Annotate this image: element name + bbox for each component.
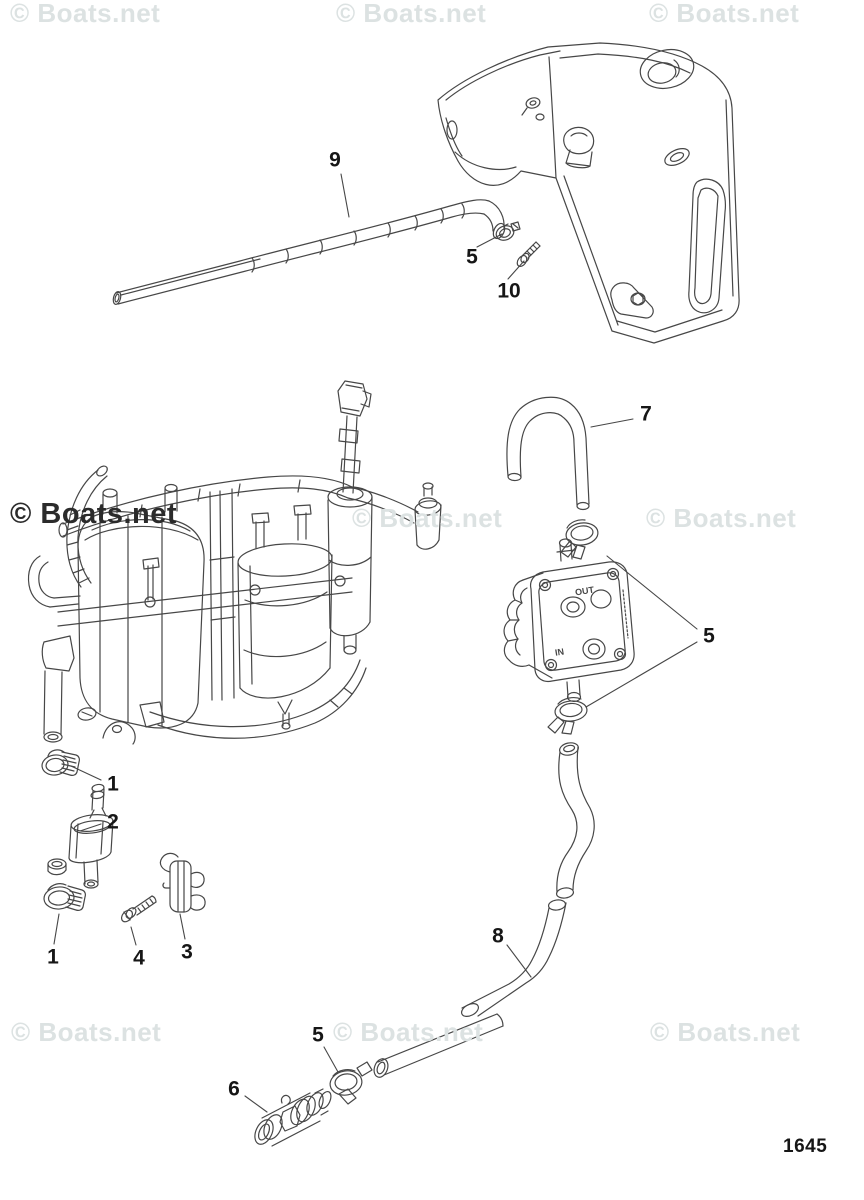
fuel-hose-7-drawing xyxy=(506,396,590,511)
part-callout-2: 2 xyxy=(107,810,119,834)
page-number: 1645 xyxy=(783,1136,828,1157)
hose-clamp-1a-drawing xyxy=(41,749,80,776)
hose-clamp-5c-drawing xyxy=(329,1061,373,1105)
screw-10-drawing xyxy=(516,241,541,268)
leader-line-5b xyxy=(606,555,698,630)
part-callout-5a: 5 xyxy=(466,245,478,269)
part-callout-4: 4 xyxy=(133,946,145,970)
part-callout-10: 10 xyxy=(497,279,521,303)
pump-in-label: IN xyxy=(554,646,564,657)
hose-clamp-pump-drawing xyxy=(547,697,588,735)
leader-line-4 xyxy=(130,926,137,946)
fuel-hose-8-drawing xyxy=(373,742,595,1078)
part-callout-7: 7 xyxy=(640,402,652,426)
leader-line-1b xyxy=(53,913,60,945)
leader-line-8 xyxy=(506,944,532,978)
fuel-connector-6-drawing xyxy=(254,1088,332,1147)
part-callout-8: 8 xyxy=(492,924,504,948)
part-callout-9: 9 xyxy=(329,148,341,172)
part-callout-1a: 1 xyxy=(107,772,119,796)
part-callout-1b: 1 xyxy=(47,945,59,969)
fuel-hose-9-drawing xyxy=(112,199,506,305)
callout-leader-lines xyxy=(53,173,698,1113)
hose-clamp-1b-drawing xyxy=(43,883,86,911)
leader-line-10 xyxy=(507,260,525,280)
pump-out-label: OUT xyxy=(574,585,595,598)
part-callout-3: 3 xyxy=(181,940,193,964)
leader-line-5b xyxy=(585,641,698,708)
hose-clamp-5a-drawing xyxy=(495,221,521,241)
mounting-bracket-drawing xyxy=(437,42,740,344)
part-callout-5b: 5 xyxy=(703,624,715,648)
clip-3-drawing xyxy=(159,852,206,913)
leader-line-7 xyxy=(590,418,634,428)
leader-line-2 xyxy=(79,823,102,832)
leader-line-6 xyxy=(244,1095,268,1113)
leader-line-1a xyxy=(70,765,102,781)
fuel-filter-assembly-drawing xyxy=(27,380,442,745)
leader-line-5a xyxy=(476,233,503,248)
leader-line-5c xyxy=(323,1046,339,1073)
leader-line-3 xyxy=(179,913,186,940)
leader-line-9 xyxy=(340,173,350,218)
inline-fuel-filter-2-drawing xyxy=(47,783,114,889)
screw-4-drawing xyxy=(120,895,157,923)
fuel-pump-drawing: OUT IN xyxy=(503,538,635,703)
part-callout-6: 6 xyxy=(228,1077,240,1101)
hose-clamp-7-drawing xyxy=(560,519,599,560)
part-callout-5c: 5 xyxy=(312,1023,324,1047)
